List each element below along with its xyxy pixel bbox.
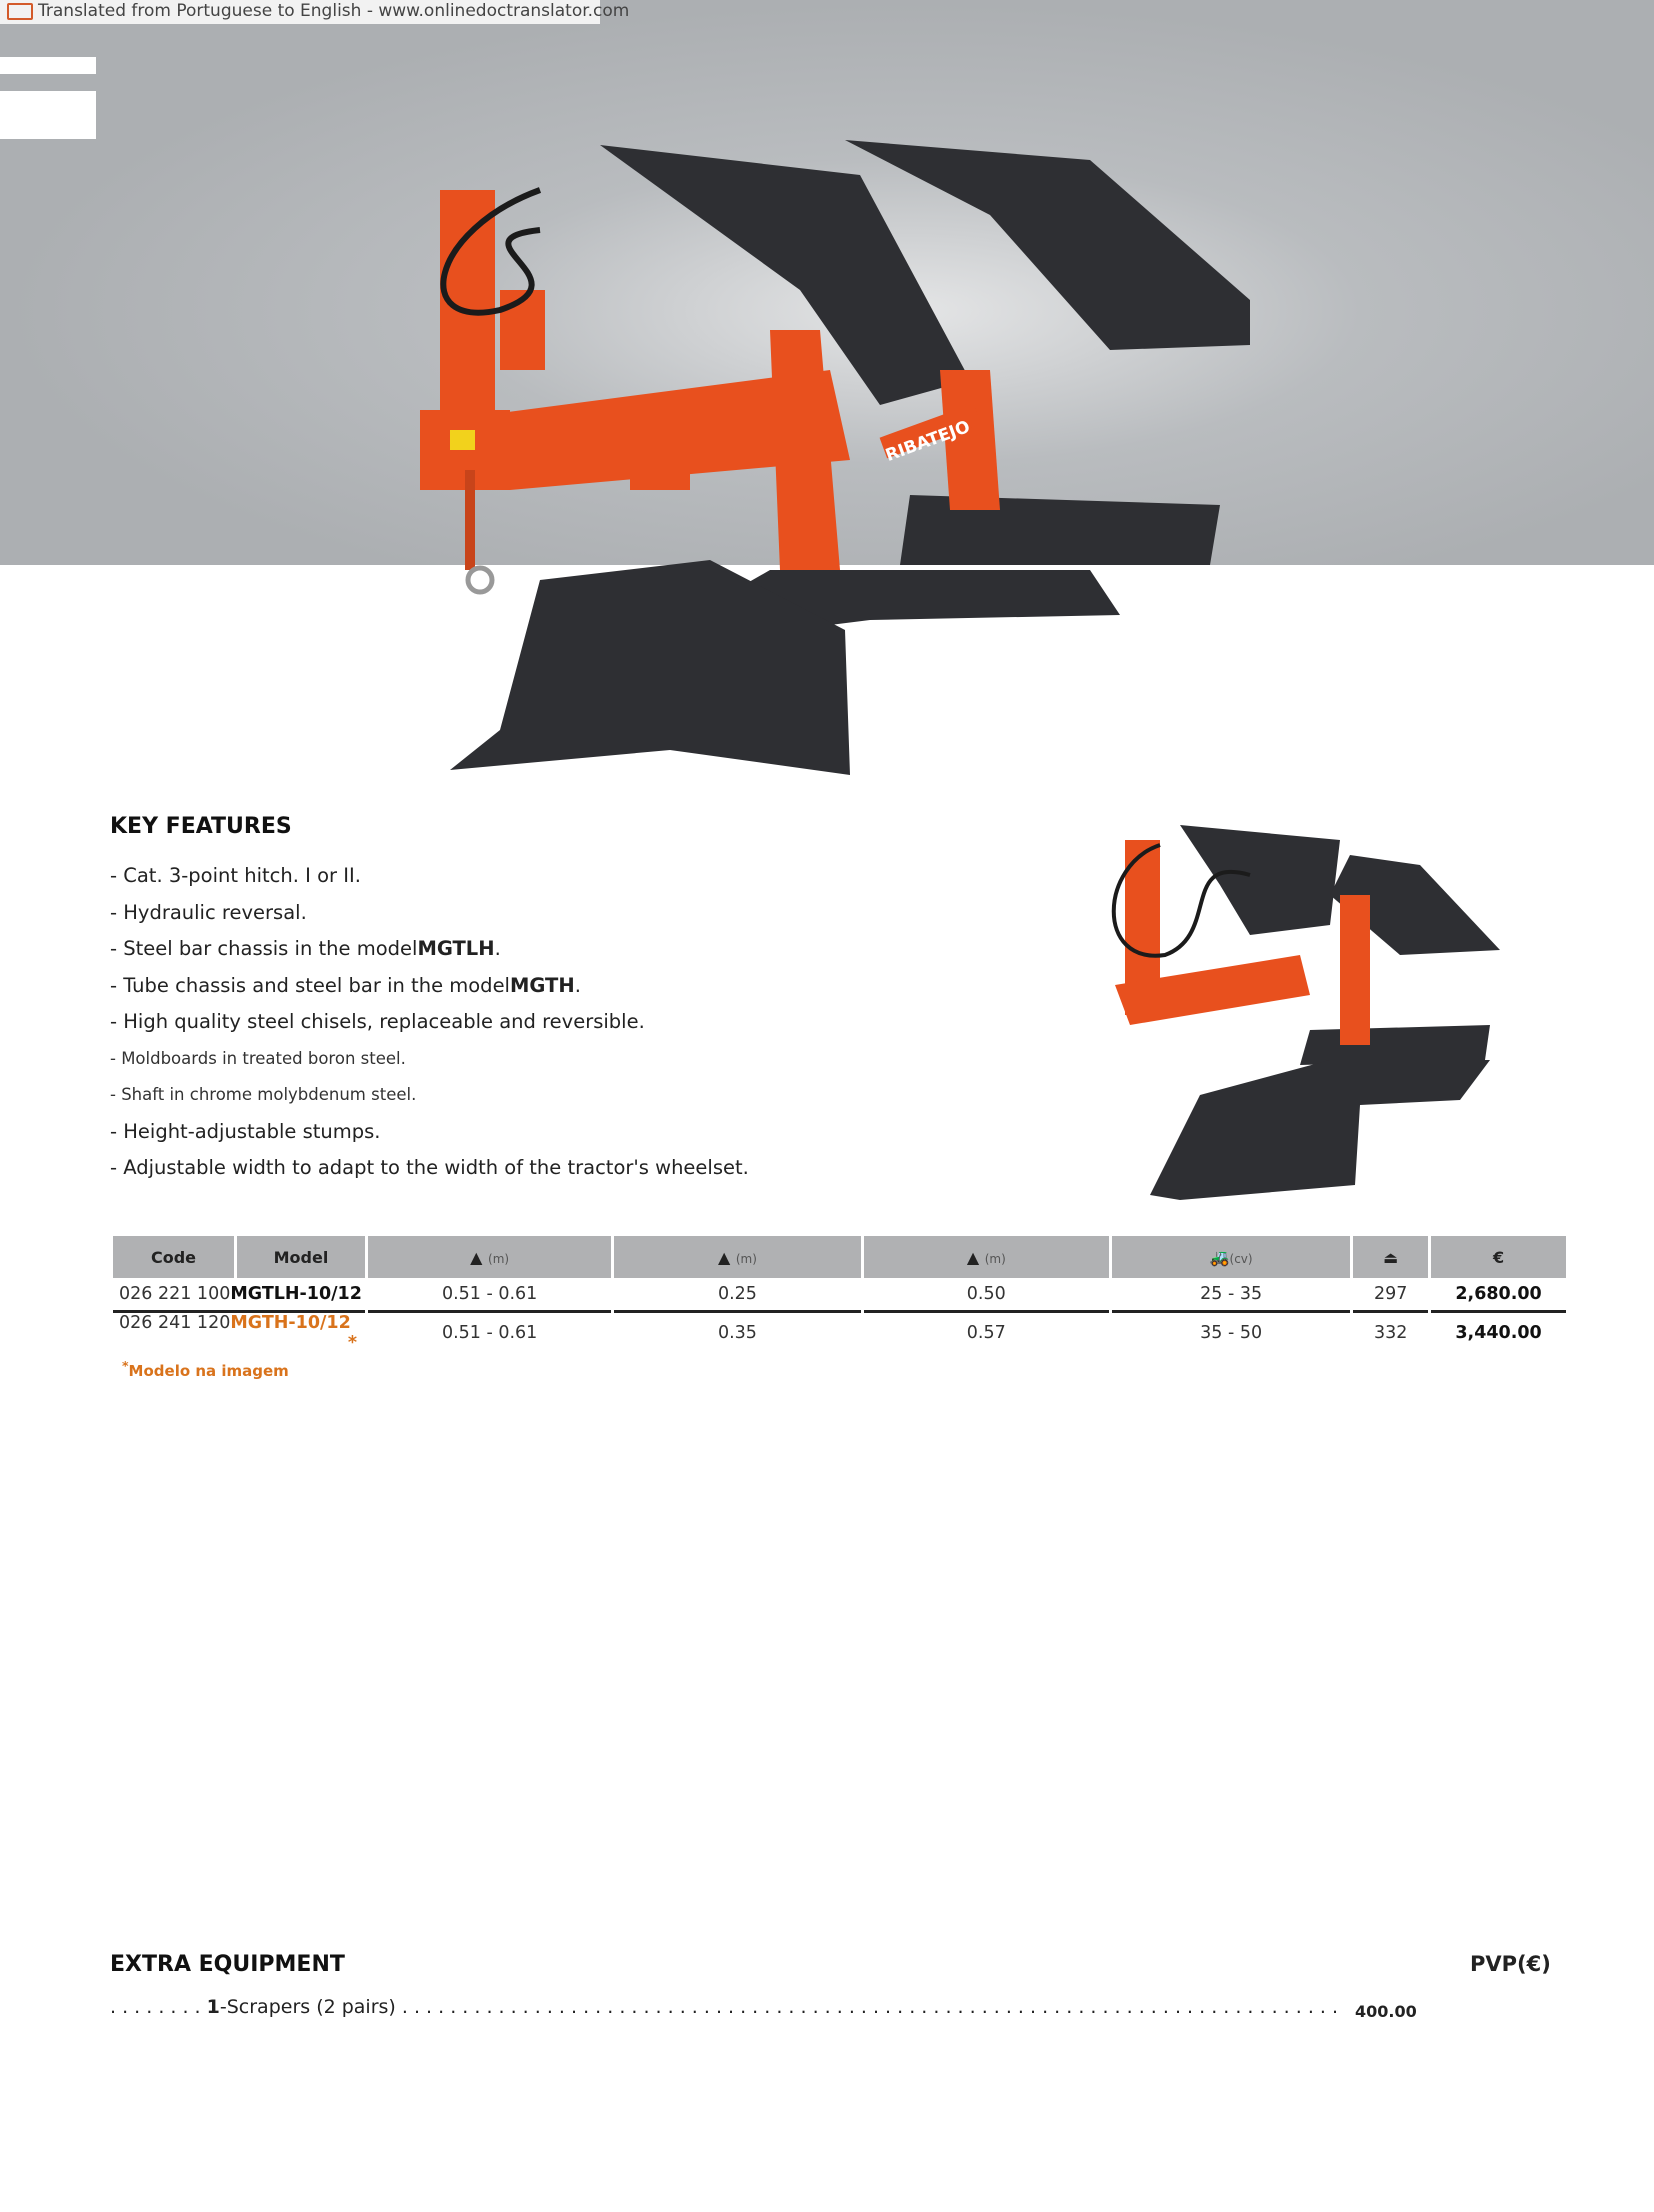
header-price: € <box>1431 1236 1566 1278</box>
translate-icon <box>7 3 33 20</box>
code-model-cell: 026 241 120MGTH-10/12* <box>119 1313 357 1353</box>
translator-text: Translated from Portuguese to English - … <box>38 1 630 21</box>
image-model-mark: * <box>347 1333 357 1353</box>
feature-item: - High quality steel chisels, replaceabl… <box>110 1010 645 1033</box>
feature-item: - Cat. 3-point hitch. I or II. <box>110 864 361 887</box>
pvp-label: PVP(€) <box>1470 1952 1551 1976</box>
extra-equipment-heading: EXTRA EQUIPMENT <box>110 1952 345 1977</box>
feature-item: - Adjustable width to adapt to the width… <box>110 1156 749 1179</box>
spec-table: Code Model ▲ (m) ▲ (m) ▲ (m) 🚜(cv) ⏏ € 0… <box>110 1236 1569 1353</box>
header-model: Model <box>236 1236 365 1278</box>
weight-icon: ⏏ <box>1383 1247 1399 1267</box>
header-working-width: ▲ (m) <box>367 1236 612 1278</box>
header-code: Code <box>113 1236 234 1278</box>
plough-side-image <box>1111 825 1500 1200</box>
table-row: 026 221 100MGTLH-10/12 0.51 - 0.61 0.25 … <box>113 1278 1566 1313</box>
feature-item: - Tube chassis and steel bar in the mode… <box>110 973 581 997</box>
image-model-note: *Modelo na imagem <box>122 1358 289 1380</box>
feature-item: - Moldboards in treated boron steel. <box>110 1048 406 1068</box>
plough-depth-icon: ▲ <box>717 1247 731 1267</box>
code-model-cell: 026 221 100MGTLH-10/12 <box>113 1278 365 1313</box>
plough-image: RIBATEJO <box>420 140 1250 775</box>
tractor-icon: 🚜 <box>1209 1247 1230 1267</box>
header-working-depth: ▲ (m) <box>614 1236 861 1278</box>
plough-width-icon: ▲ <box>470 1247 483 1267</box>
header-clearance: ▲ (m) <box>863 1236 1109 1278</box>
table-header: Code Model ▲ (m) ▲ (m) ▲ (m) 🚜(cv) ⏏ € <box>113 1236 1566 1278</box>
feature-list: - Cat. 3-point hitch. I or II. - Hydraul… <box>110 858 749 1187</box>
key-features-heading: KEY FEATURES <box>110 814 292 839</box>
feature-item: - Shaft in chrome molybdenum steel. <box>110 1085 417 1104</box>
banner-tab <box>0 57 96 74</box>
feature-item: - Hydraulic reversal. <box>110 900 307 924</box>
table-row: 026 241 120MGTH-10/12* 0.51 - 0.61 0.35 … <box>113 1313 1566 1353</box>
banner-tab <box>0 91 96 139</box>
translator-bar[interactable]: Translated from Portuguese to English - … <box>0 0 629 24</box>
plough-clearance-icon: ▲ <box>966 1247 980 1267</box>
header-weight: ⏏ <box>1353 1236 1429 1278</box>
extra-item: . . . . . . . . 1-Scrapers (2 pairs) . .… <box>110 1996 1345 2018</box>
header-tractor-power: 🚜(cv) <box>1111 1236 1351 1278</box>
extra-item-price: 400.00 <box>1355 2002 1417 2021</box>
feature-item: - Height-adjustable stumps. <box>110 1119 381 1143</box>
feature-item: - Steel bar chassis in the modelMGTLH. <box>110 937 501 960</box>
